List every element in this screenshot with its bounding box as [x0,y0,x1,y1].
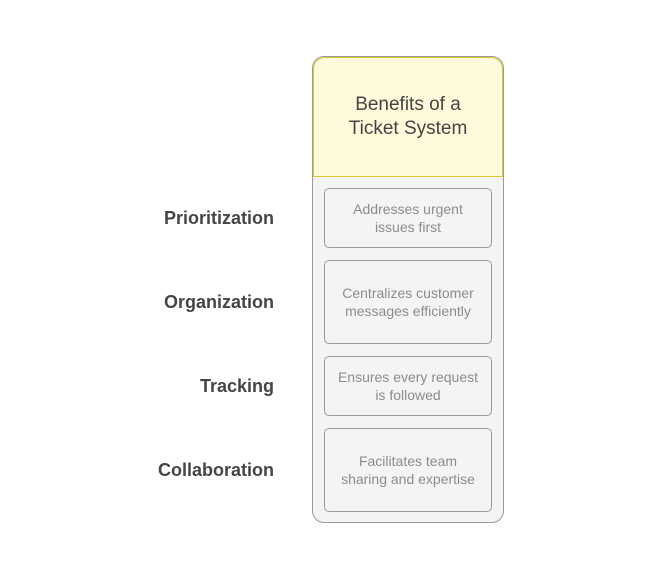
box-organization: Centralizes customer messages efficientl… [324,260,492,344]
label-prioritization: Prioritization [163,208,274,228]
box-prioritization: Addresses urgent issues first [324,188,492,248]
label-collaboration: Collaboration [158,460,274,480]
box-tracking: Ensures every request is followed [324,356,492,416]
box-collaboration: Facilitates team sharing and expertise [324,428,492,512]
label-tracking: Tracking [199,376,274,396]
panel-header: Benefits of a Ticket System [313,57,503,177]
panel-title: Benefits of a Ticket System [348,94,468,139]
label-organization: Organization [163,292,274,312]
